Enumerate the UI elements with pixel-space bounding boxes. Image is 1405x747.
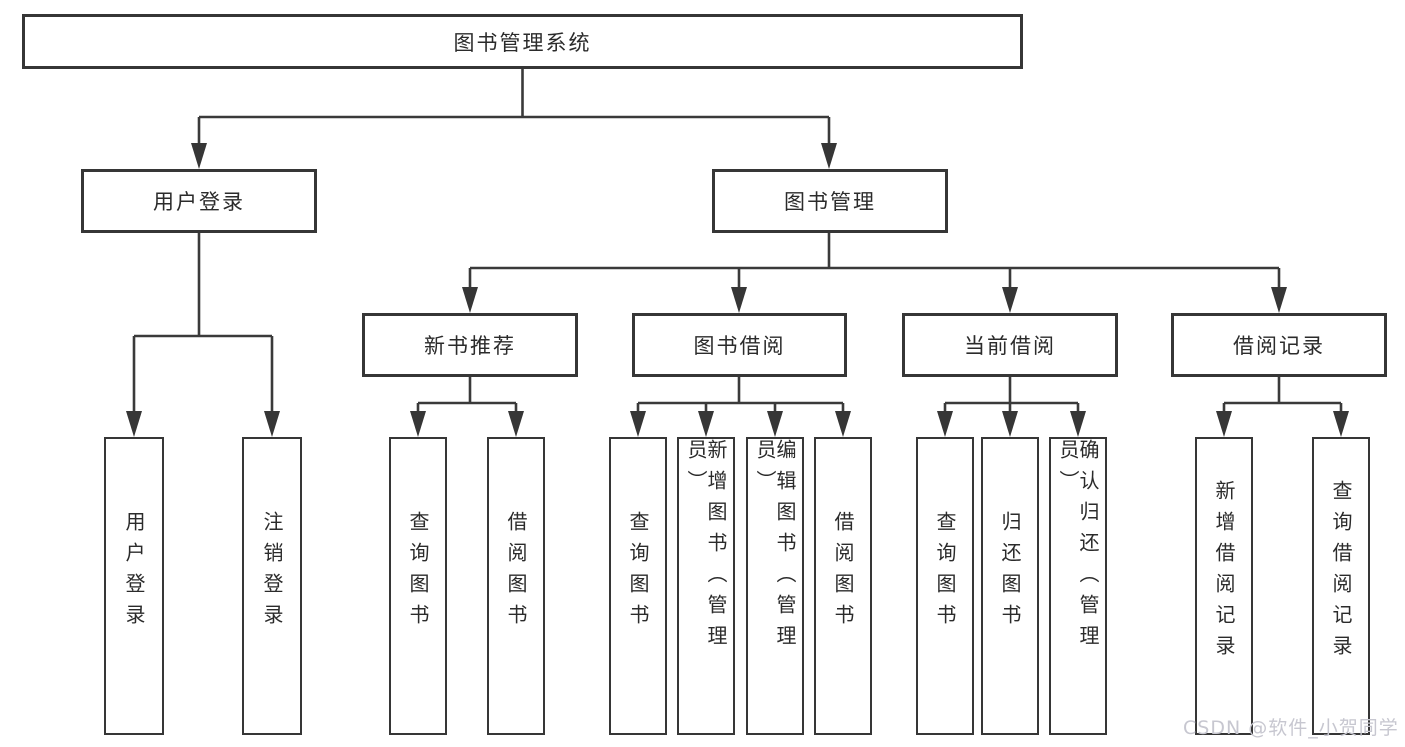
leaf-records-add-record: 新增借阅记录 [1195,437,1253,735]
node-label: 注销登录 [260,511,284,635]
leaf-user-login: 用户登录 [104,437,164,735]
connector-borrow-split [636,377,845,420]
leaf-borrow-query-books: 查询图书 [609,437,667,735]
node-label: 编辑图书（管理员） [753,439,797,656]
connector-root-split [197,69,831,152]
leaf-borrow-edit-books-admin: 编辑图书（管理员） [746,437,804,735]
leaf-recommend-borrow-books: 借阅图书 [487,437,545,735]
leaf-current-return-books: 归还图书 [981,437,1039,735]
csdn-watermark: CSDN @软件_小贺同学 [1183,717,1399,739]
node-label: 新增借阅记录 [1212,480,1236,666]
node-label: 查询图书 [933,511,957,635]
leaf-borrow-add-books-admin: 新增图书（管理员） [677,437,735,735]
leaf-recommend-query-books: 查询图书 [389,437,447,735]
node-label: 新增图书（管理员） [684,439,728,656]
node-label: 借阅图书 [831,511,855,635]
node-label: 确认归还（管理员） [1056,439,1100,656]
node-label: 查询图书 [626,511,650,635]
connector-recommend-split [416,377,518,420]
node-label: 用户登录 [122,511,146,635]
connector-book-management-split [468,233,1281,296]
node-root: 图书管理系统 [22,14,1023,69]
node-label: 借阅图书 [504,511,528,635]
node-label: 查询借阅记录 [1329,480,1353,666]
node-book-borrow: 图书借阅 [632,313,847,377]
leaf-logout: 注销登录 [242,437,302,735]
arrow-heads [126,143,1349,437]
node-book-management-branch: 图书管理 [712,169,948,233]
node-label: 归还图书 [998,511,1022,635]
leaf-current-query-books: 查询图书 [916,437,974,735]
leaf-current-confirm-return-admin: 确认归还（管理员） [1049,437,1107,735]
node-new-book-recommend: 新书推荐 [362,313,578,377]
node-user-login-branch: 用户登录 [81,169,317,233]
node-borrow-records: 借阅记录 [1171,313,1387,377]
leaf-borrow-borrow-books: 借阅图书 [814,437,872,735]
connector-user-login-split [132,233,274,420]
node-label: 查询图书 [406,511,430,635]
node-current-borrow: 当前借阅 [902,313,1118,377]
connector-records-split [1222,377,1343,420]
leaf-records-query-record: 查询借阅记录 [1312,437,1370,735]
